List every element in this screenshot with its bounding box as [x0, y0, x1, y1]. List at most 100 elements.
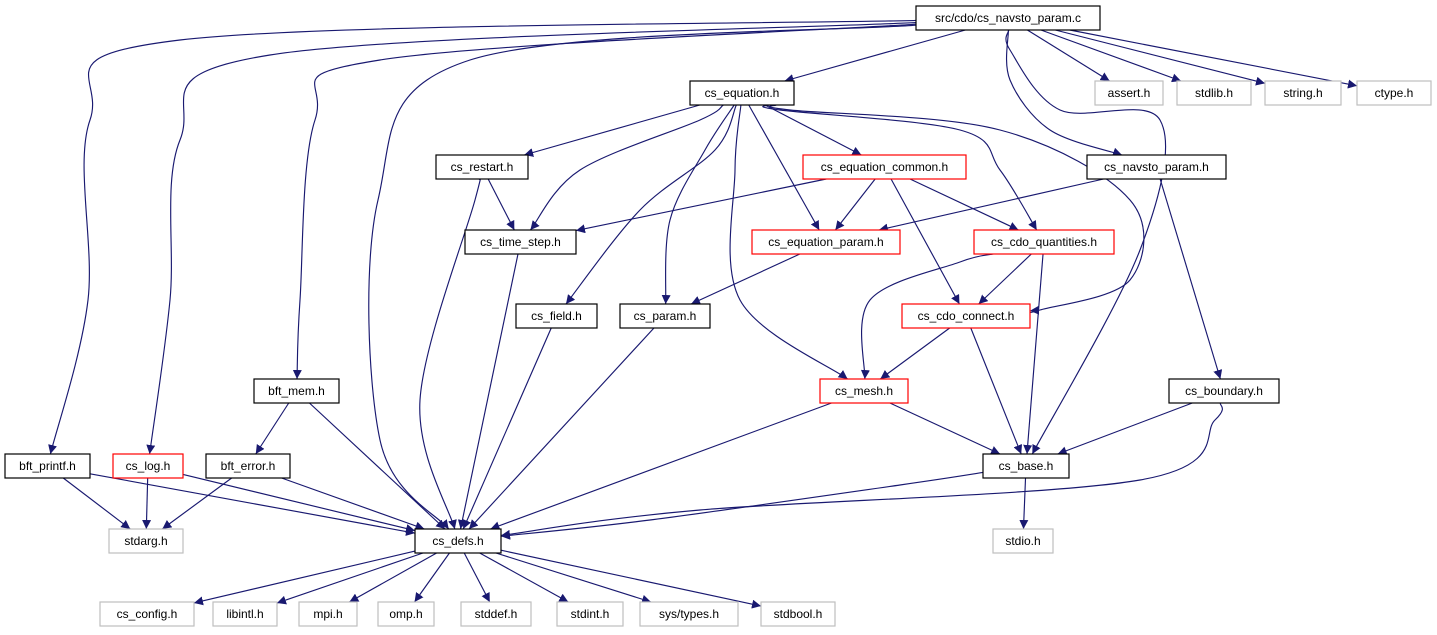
node-label: cs_restart.h [451, 160, 514, 174]
node-stddef[interactable]: stddef.h [460, 601, 532, 627]
node-cs-base[interactable]: cs_base.h [982, 453, 1070, 479]
node-cs-equation-common[interactable]: cs_equation_common.h [802, 154, 967, 180]
edge-cs-cdo-connect-to-cs-base [970, 327, 1023, 455]
edge-cs-equation-common-to-cs-cdo-connect [890, 178, 960, 305]
edge-cs-cdo-quantities-to-cs-base [1023, 253, 1044, 455]
edge-cs-equation-to-cs-time-step [529, 104, 724, 231]
edge-bft-printf-to-stdarg [62, 477, 131, 530]
edge-root-to-cs-defs [368, 24, 917, 530]
edge-cs-boundary-to-cs-defs [500, 402, 1223, 539]
edge-bft-printf-to-cs-defs [89, 473, 416, 536]
edge-cs-navsto-param-h-to-cs-equation-param [878, 178, 1104, 233]
edge-cs-defs-to-stddef [463, 552, 491, 603]
node-box [689, 80, 795, 106]
node-cs-time-step[interactable]: cs_time_step.h [464, 229, 577, 255]
node-cs-cdo-connect[interactable]: cs_cdo_connect.h [901, 303, 1031, 329]
edge-root-to-bft-mem [292, 23, 917, 380]
edge-root-to-cs-log [146, 22, 917, 455]
node-stdio[interactable]: stdio.h [992, 528, 1054, 554]
node-label: cs_base.h [999, 459, 1054, 473]
node-cs-restart[interactable]: cs_restart.h [435, 154, 529, 180]
node-label: src/cdo/cs_navsto_param.c [935, 11, 1081, 25]
edge-cs-cdo-connect-to-cs-mesh [879, 327, 951, 380]
edge-cs-equation-to-cs-mesh [729, 104, 848, 380]
node-cs-log[interactable]: cs_log.h [112, 453, 184, 479]
node-sys-types[interactable]: sys/types.h [639, 601, 739, 627]
node-omp[interactable]: omp.h [377, 601, 435, 627]
edge-root-to-cs-equation [784, 29, 966, 83]
node-cs-config[interactable]: cs_config.h [99, 601, 195, 627]
edge-cs-equation-common-to-cs-time-step [575, 178, 827, 234]
edge-cs-defs-to-omp [414, 552, 450, 603]
node-cs-cdo-quantities[interactable]: cs_cdo_quantities.h [973, 229, 1115, 255]
node-cs-equation-param[interactable]: cs_equation_param.h [751, 229, 901, 255]
edge-cs-defs-to-cs-config [193, 550, 416, 606]
edge-cs-equation-param-to-cs-param [690, 253, 801, 305]
edge-cs-restart-to-cs-defs [419, 176, 482, 530]
node-label: assert.h [1108, 86, 1151, 100]
node-box [915, 5, 1101, 31]
edge-cs-equation-to-cs-cdo-quantities [762, 104, 1038, 231]
node-bft-printf[interactable]: bft_printf.h [4, 453, 91, 479]
node-label: bft_printf.h [19, 459, 76, 473]
node-assert[interactable]: assert.h [1094, 80, 1164, 106]
node-box [556, 601, 624, 627]
node-box [973, 229, 1115, 255]
node-label: cs_field.h [531, 309, 582, 323]
edge-cs-base-to-cs-defs [500, 471, 984, 540]
node-cs-navsto-param-h[interactable]: cs_navsto_param.h [1086, 154, 1227, 180]
edge-cs-param-to-cs-defs [468, 327, 655, 530]
node-cs-field[interactable]: cs_field.h [515, 303, 598, 329]
node-cs-mesh[interactable]: cs_mesh.h [819, 378, 909, 404]
node-libintl[interactable]: libintl.h [212, 601, 278, 627]
node-box [1168, 378, 1280, 404]
edge-cs-boundary-to-cs-base [1057, 402, 1193, 456]
edge-cs-time-step-to-cs-defs [457, 253, 519, 530]
node-label: cs_config.h [117, 607, 178, 621]
node-root[interactable]: src/cdo/cs_navsto_param.c [915, 5, 1101, 31]
node-box [1176, 80, 1252, 106]
node-cs-defs[interactable]: cs_defs.h [414, 528, 502, 554]
edge-cs-defs-to-stdbool [500, 549, 762, 609]
node-label: stdbool.h [774, 607, 823, 621]
edge-cs-equation-to-cs-param [661, 104, 735, 305]
node-stdbool[interactable]: stdbool.h [760, 601, 836, 627]
node-label: cs_defs.h [432, 534, 483, 548]
node-box [901, 303, 1031, 329]
node-bft-error[interactable]: bft_error.h [205, 453, 291, 479]
node-label: cs_cdo_quantities.h [991, 235, 1097, 249]
edge-root-to-assert [1027, 29, 1110, 82]
node-cs-param[interactable]: cs_param.h [619, 303, 711, 329]
node-label: cs_equation_param.h [768, 235, 883, 249]
node-ctype[interactable]: ctype.h [1356, 80, 1432, 106]
node-mpi[interactable]: mpi.h [298, 601, 358, 627]
node-stdint[interactable]: stdint.h [556, 601, 624, 627]
node-box [414, 528, 502, 554]
edge-cs-defs-to-mpi [349, 552, 437, 603]
node-label: bft_error.h [221, 459, 276, 473]
node-box [112, 453, 184, 479]
node-bft-mem[interactable]: bft_mem.h [253, 378, 340, 404]
edge-bft-mem-to-cs-defs [309, 402, 446, 530]
node-box [99, 601, 195, 627]
node-box [992, 528, 1054, 554]
node-stdarg[interactable]: stdarg.h [108, 528, 184, 554]
edge-cs-base-to-stdio [1019, 477, 1029, 530]
node-box [515, 303, 598, 329]
node-stdlib[interactable]: stdlib.h [1176, 80, 1252, 106]
edge-cs-equation-to-cs-equation-common [764, 104, 862, 156]
node-label: stdint.h [571, 607, 610, 621]
node-box [464, 229, 577, 255]
node-label: cs_mesh.h [835, 384, 893, 398]
node-label: cs_time_step.h [480, 235, 561, 249]
edge-bft-mem-to-bft-error [255, 402, 290, 455]
edge-root-to-ctype [1069, 29, 1358, 89]
node-box [298, 601, 358, 627]
node-box [982, 453, 1070, 479]
edge-bft-error-to-stdarg [161, 477, 233, 530]
node-string[interactable]: string.h [1264, 80, 1342, 106]
node-cs-equation[interactable]: cs_equation.h [689, 80, 795, 106]
node-label: cs_log.h [126, 459, 171, 473]
node-cs-boundary[interactable]: cs_boundary.h [1168, 378, 1280, 404]
